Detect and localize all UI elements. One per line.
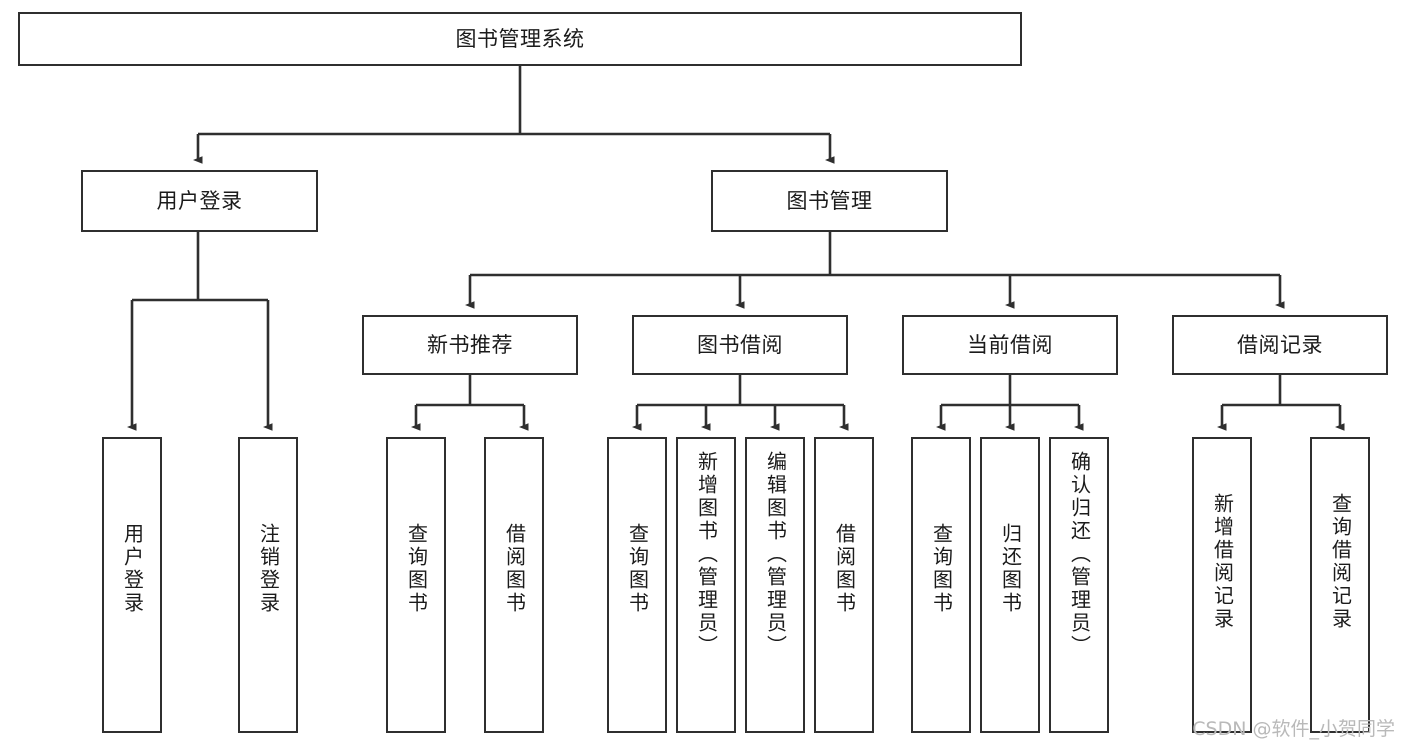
node-label: 当前借阅 — [967, 332, 1053, 357]
node-label: 新书推荐 — [427, 332, 513, 357]
node-label: 查询图书 — [404, 523, 429, 615]
leaf-current-return-book[interactable]: 归还图书 — [980, 437, 1040, 733]
leaf-current-query-book[interactable]: 查询图书 — [911, 437, 971, 733]
leaf-user-login-logout[interactable]: 注销登录 — [238, 437, 298, 733]
leaf-borrow-query-book[interactable]: 查询图书 — [607, 437, 667, 733]
node-label: 查询图书 — [929, 523, 954, 615]
node-book-borrow[interactable]: 图书借阅 — [632, 315, 848, 375]
leaf-user-login-login[interactable]: 用户登录 — [102, 437, 162, 733]
node-label: 借阅图书 — [832, 523, 857, 615]
node-label: 借阅记录 — [1237, 332, 1323, 357]
node-label: 归还图书 — [998, 523, 1023, 615]
node-label: 图书借阅 — [697, 332, 783, 357]
node-user-login[interactable]: 用户登录 — [81, 170, 318, 232]
leaf-records-query-record[interactable]: 查询借阅记录 — [1310, 437, 1370, 733]
node-label: 确认归还（管理员） — [1067, 451, 1092, 658]
node-book-management[interactable]: 图书管理 — [711, 170, 948, 232]
node-label: 编辑图书（管理员） — [763, 451, 788, 658]
leaf-records-add-record[interactable]: 新增借阅记录 — [1192, 437, 1252, 733]
node-root-system[interactable]: 图书管理系统 — [18, 12, 1022, 66]
node-new-book-recommend[interactable]: 新书推荐 — [362, 315, 578, 375]
node-label: 借阅图书 — [502, 523, 527, 615]
leaf-new-book-query[interactable]: 查询图书 — [386, 437, 446, 733]
node-label: 图书管理 — [786, 188, 873, 213]
node-label: 查询图书 — [625, 523, 650, 615]
leaf-borrow-add-book-admin[interactable]: 新增图书（管理员） — [676, 437, 736, 733]
leaf-borrow-borrow-book[interactable]: 借阅图书 — [814, 437, 874, 733]
node-label: 注销登录 — [256, 523, 281, 615]
node-label: 新增图书（管理员） — [694, 451, 719, 658]
node-label: 用户登录 — [120, 523, 145, 615]
leaf-current-confirm-return-admin[interactable]: 确认归还（管理员） — [1049, 437, 1109, 733]
leaf-new-book-borrow[interactable]: 借阅图书 — [484, 437, 544, 733]
node-label: 用户登录 — [156, 188, 243, 213]
node-current-borrow[interactable]: 当前借阅 — [902, 315, 1118, 375]
node-borrow-records[interactable]: 借阅记录 — [1172, 315, 1388, 375]
node-label: 新增借阅记录 — [1210, 493, 1235, 631]
node-label: 图书管理系统 — [455, 26, 585, 51]
node-label: 查询借阅记录 — [1328, 493, 1353, 631]
leaf-borrow-edit-book-admin[interactable]: 编辑图书（管理员） — [745, 437, 805, 733]
